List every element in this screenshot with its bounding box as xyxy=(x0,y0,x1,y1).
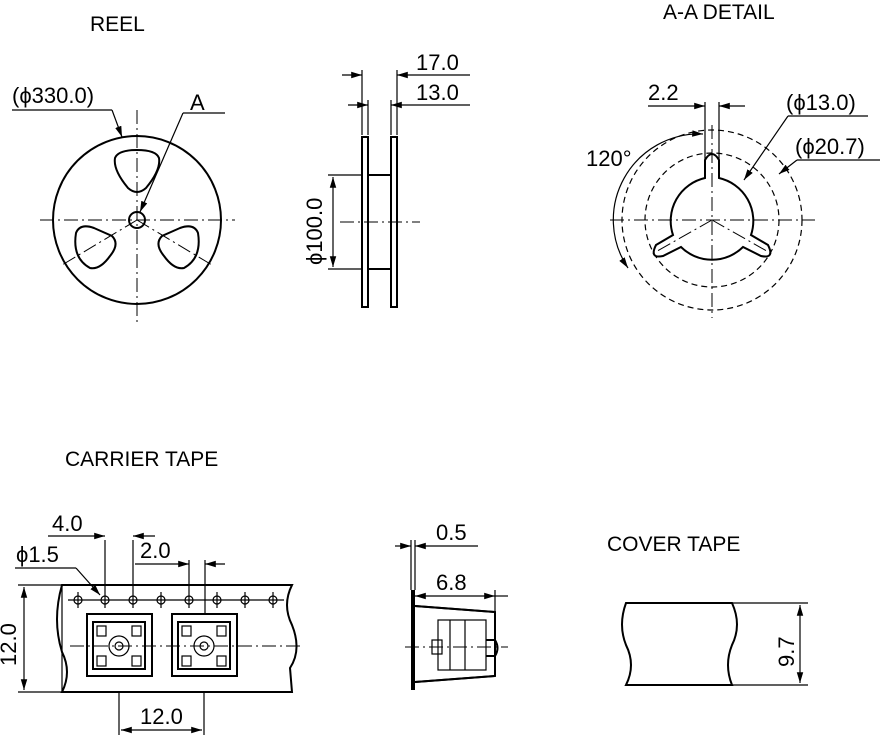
carrier-depth-label: 6.8 xyxy=(436,570,467,595)
cover-tape-view xyxy=(621,602,808,686)
aa-detail-title: A-A DETAIL xyxy=(663,1,775,24)
hole-diameter-label: ϕ1.5 xyxy=(16,542,59,567)
pocket-1 xyxy=(86,613,153,677)
cover-tape-outline xyxy=(621,602,738,686)
cover-tape-width-label: 9.7 xyxy=(774,636,799,667)
pocket-pitch-label: 12.0 xyxy=(140,704,183,729)
detail-centerline-b xyxy=(711,219,773,255)
reel-hub-diameter-label: ϕ100.0 xyxy=(302,198,327,265)
reel-front-view xyxy=(12,109,235,322)
carrier-tape-outline xyxy=(56,584,298,693)
sprocket-holes xyxy=(68,592,284,608)
reel-side-view xyxy=(328,70,470,308)
carrier-tape-title: CARRIER TAPE xyxy=(65,448,218,471)
carrier-tape-view xyxy=(15,532,300,735)
reel-od-leader xyxy=(111,109,123,138)
reel-window-left xyxy=(74,225,117,270)
reel-inner-width-label: 13.0 xyxy=(416,80,459,105)
reel-hub-hole xyxy=(128,211,146,229)
pocket-2 xyxy=(171,613,238,677)
aa-detail-view xyxy=(610,102,880,318)
carrier-thickness-label: 0.5 xyxy=(436,520,467,545)
reel-title: REEL xyxy=(90,13,145,36)
tape-width-label: 12.0 xyxy=(0,623,21,666)
section-a-marker: A xyxy=(190,90,205,115)
hub-diameter-label: (ϕ20.7) xyxy=(795,134,865,159)
hub-dia-leader xyxy=(778,159,798,175)
tape-web xyxy=(411,590,415,690)
reel-centerline-b xyxy=(136,219,213,266)
reel-outer-diameter-label: (ϕ330.0) xyxy=(12,83,94,108)
reel-overall-width-label: 17.0 xyxy=(416,50,459,75)
hole-pitch-label: 4.0 xyxy=(52,511,83,536)
angle-arc xyxy=(612,130,704,269)
bore-diameter-label: (ϕ13.0) xyxy=(786,90,856,115)
carrier-section-view xyxy=(395,540,508,690)
reel-window-top xyxy=(113,148,161,193)
slot-width-label: 2.2 xyxy=(648,80,679,105)
half-pitch-label: 2.0 xyxy=(140,538,171,563)
cover-tape-title: COVER TAPE xyxy=(607,533,740,556)
reel-centerline-a xyxy=(61,219,138,266)
angle-label: 120° xyxy=(586,146,632,171)
reel-window-right xyxy=(157,225,200,270)
section-a-leader xyxy=(139,112,184,213)
bore-dia-leader xyxy=(743,115,789,181)
